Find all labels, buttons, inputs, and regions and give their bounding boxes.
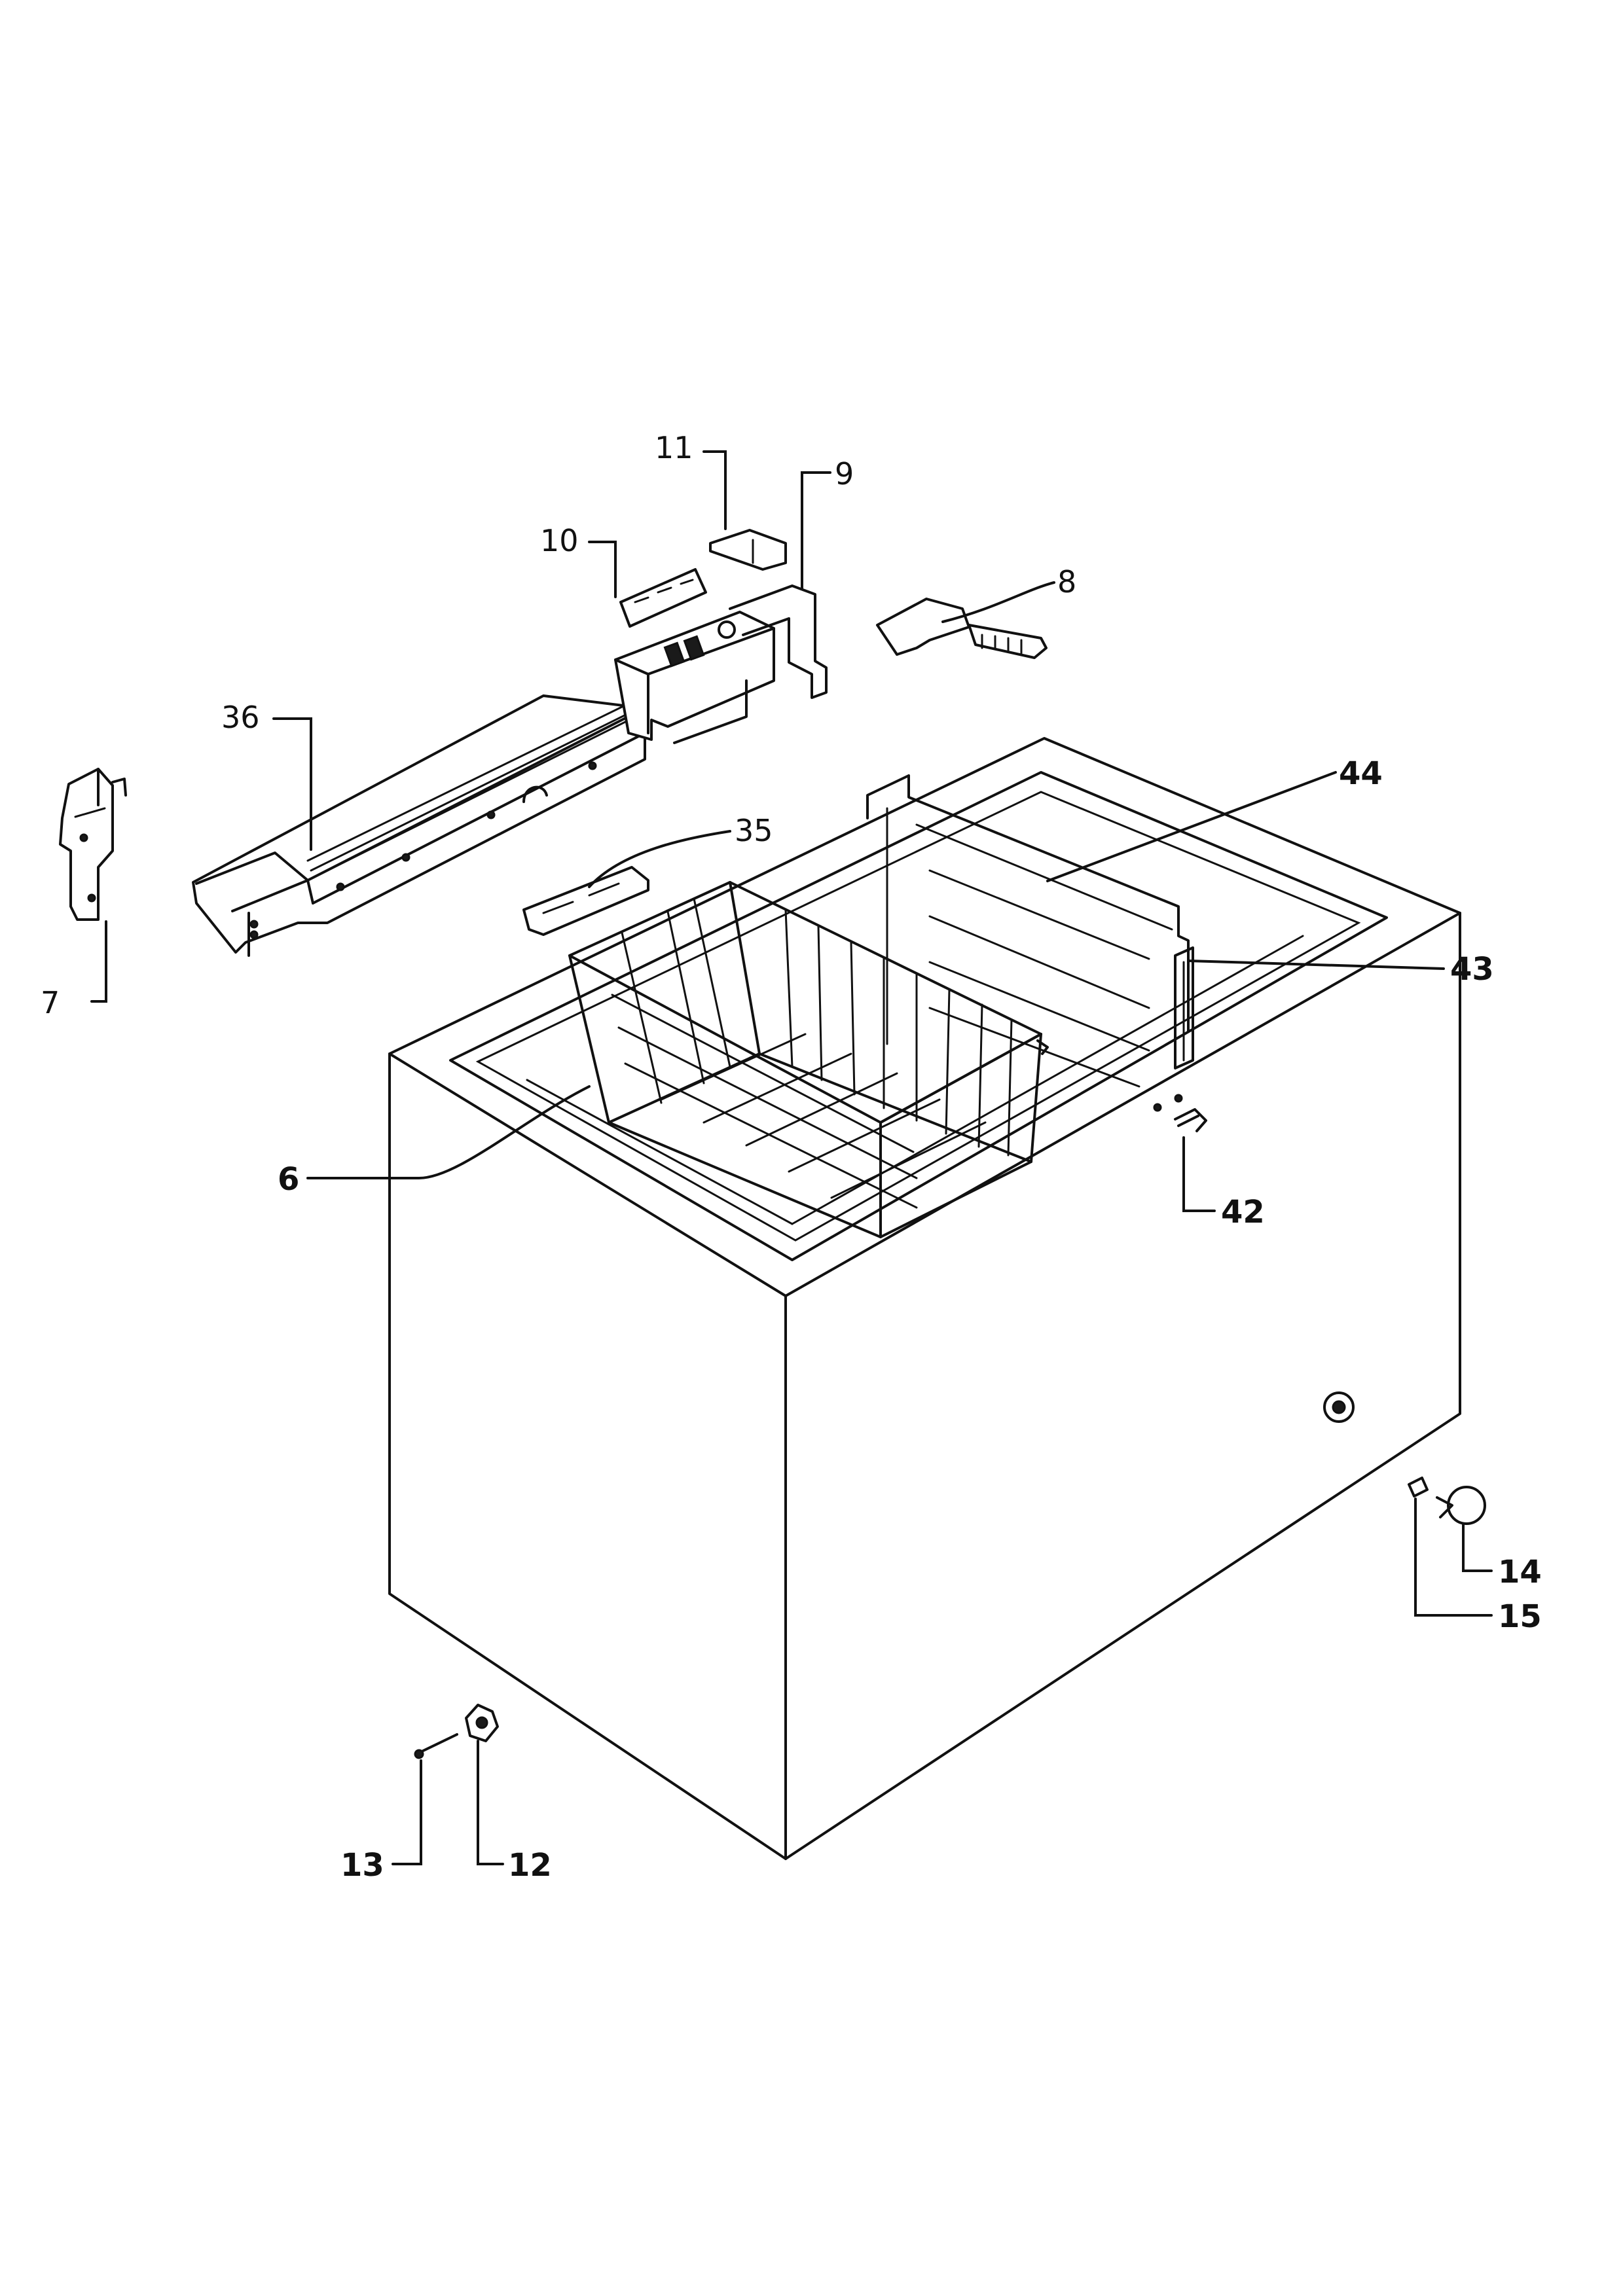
hinge-plate: [522, 866, 649, 936]
freezer-cabinet: [388, 737, 1461, 1860]
hinge: [59, 768, 127, 921]
callout-6: 6: [278, 1161, 299, 1198]
callout-43: 43: [1450, 951, 1494, 988]
callout-36: 36: [221, 700, 260, 735]
knob-14: [1436, 1486, 1486, 1525]
callout-44: 44: [1339, 755, 1383, 792]
washer-15: [1408, 1477, 1429, 1498]
wire-basket: [568, 881, 1049, 1238]
callout-8: 8: [1057, 564, 1076, 600]
callout-14: 14: [1498, 1554, 1542, 1590]
callout-35: 35: [735, 813, 773, 848]
callout-13: 13: [340, 1847, 384, 1884]
callout-10: 10: [540, 523, 579, 558]
callout-7: 7: [41, 985, 60, 1020]
foot-12: [465, 1704, 499, 1742]
screw-13: [414, 1733, 458, 1759]
lid-handle-bar: [192, 694, 646, 957]
callout-15: 15: [1498, 1598, 1542, 1635]
callout-11: 11: [655, 430, 693, 465]
thermostat-housing: [614, 529, 828, 744]
catch-42: [1174, 1108, 1207, 1132]
callout-42: 42: [1221, 1194, 1265, 1230]
ice-scraper: [876, 598, 1048, 659]
callout-12: 12: [508, 1847, 552, 1884]
leader-lines: [90, 450, 1493, 1865]
callout-labels: 11 9 10 8 36 35 44 43 7 6 42 14 15 13 12: [41, 430, 1542, 1884]
callout-9: 9: [835, 456, 854, 492]
divider-panel: [866, 774, 1194, 1088]
